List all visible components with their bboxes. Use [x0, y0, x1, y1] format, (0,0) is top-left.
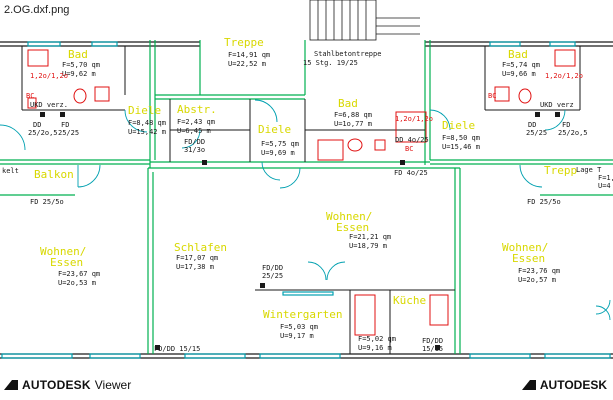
f-right-edge: F=1, [598, 174, 613, 182]
fd-right-size: 25/2o,5 [558, 129, 588, 137]
fd-dd-bottom-right: FD/DD [422, 337, 443, 345]
fd-dd-abstr-size: 31/3o [184, 146, 205, 154]
green-walls [0, 40, 613, 354]
ukd-right: UKD verz [540, 101, 574, 109]
perim-bad-right: U=9,66 m [502, 70, 536, 78]
shafts [40, 112, 560, 350]
room-name-schlafen: Schlafen [174, 241, 227, 254]
room-name-treppe-right: Trepp [544, 164, 577, 177]
area-diele-mid: F=5,75 qm [261, 140, 299, 148]
area-wintergarten: F=5,03 qm [280, 323, 318, 331]
room-name-bad-right: Bad [508, 48, 528, 61]
win-left: 1,2o/1,2o [30, 72, 68, 80]
room-name-wohnen-left-2: Essen [50, 256, 83, 269]
room-name-diele-mid: Diele [258, 123, 291, 136]
area-bad-left: F=5,70 qm [62, 61, 100, 69]
perim-bad-mid: U=1o,77 m [334, 120, 372, 128]
area-wohnen-left: F=23,67 qm [58, 270, 100, 278]
area-bad-right: F=5,74 qm [502, 61, 540, 69]
bc-left: BC [26, 92, 34, 100]
room-name-wintergarten: Wintergarten [263, 308, 342, 321]
partition-walls [21, 46, 581, 354]
perim-abstr: U=6,45 m [177, 127, 211, 135]
room-name-abstr: Abstr. [177, 103, 217, 116]
bc-mid: BC [405, 145, 413, 153]
fd-left-bottom: FD 25/5o [30, 198, 64, 206]
ukd-left: UKD verz. [30, 101, 68, 109]
sanitary-fixtures [27, 49, 576, 336]
door-swings [0, 99, 611, 321]
stair-info: 15 Stg. 19/25 [303, 59, 358, 67]
staircase [309, 0, 420, 41]
fd-left: FD [61, 121, 69, 129]
fd-left-size: 25/25 [58, 129, 79, 137]
window-title: 2.OG.dxf.png [4, 4, 70, 16]
area-diele-right: F=8,50 qm [442, 134, 480, 142]
area-kueche: F=5,02 qm [358, 335, 396, 343]
fd-right-bottom: FD 25/5o [527, 198, 561, 206]
room-name-diele-right: Diele [442, 119, 475, 132]
room-areas: F=5,70 qm U=9,62 m F=14,91 qm U=22,52 m … [2, 50, 613, 353]
stair-name: Stahlbetontreppe [314, 50, 381, 58]
autodesk-brand-right: AUTODESK [521, 378, 607, 392]
dd-bad: DD 4o/25 [395, 136, 429, 144]
viewer-label: Viewer [94, 378, 132, 392]
area-schlafen: F=17,07 qm [176, 254, 218, 262]
perim-bad-left: U=9,62 m [62, 70, 96, 78]
brand-left: AUTODESK [22, 378, 91, 392]
area-bad-mid: F=6,88 qm [334, 111, 372, 119]
room-name-diele-left: Diele [128, 104, 161, 117]
win-right: 1,2o/1,2o [545, 72, 583, 80]
fd-dd-abstr: FD/DD [184, 138, 205, 146]
room-name-treppe: Treppe [224, 36, 264, 49]
fd-dd-bottom-right-size: 15/15 [422, 345, 443, 353]
perim-wohnen-right: U=2o,57 m [518, 276, 556, 284]
win-mid: 1,2o/1,2o [395, 115, 433, 123]
autodesk-viewer-brand: AUTODESK Viewer [4, 378, 131, 392]
area-treppe: F=14,91 qm [228, 51, 270, 59]
perim-diele-mid: U=9,69 m [261, 149, 295, 157]
room-name-balk-left: Balkon [34, 168, 74, 181]
area-abstr: F=2,43 qm [177, 118, 215, 126]
fd-dd-bottom-left: FD/DD 15/15 [154, 345, 200, 353]
fd-dd-schlafen: FD/DD [262, 264, 283, 272]
dd-right: DD [528, 121, 536, 129]
lage-right: Lage T [576, 166, 602, 174]
perim-wohnen-left: U=2o,53 m [58, 279, 96, 287]
room-name-bad-left: Bad [68, 48, 88, 61]
dd-right-size: 25/25 [526, 129, 547, 137]
room-names: Bad Treppe Bad Diele Abstr. Diele Bad Di… [34, 36, 577, 321]
floor-plan-canvas[interactable]: Bad Treppe Bad Diele Abstr. Diele Bad Di… [0, 0, 613, 370]
autodesk-logo-icon [521, 380, 536, 390]
room-name-wohnen-mid: Wohnen/ [326, 210, 372, 223]
perim-diele-left: U=15,42 m [128, 128, 166, 136]
brand-right: AUTODESK [539, 378, 607, 392]
autodesk-logo-icon [4, 380, 18, 390]
room-name-wohnen-mid-2: Essen [336, 221, 369, 234]
perim-schlafen: U=17,38 m [176, 263, 214, 271]
room-name-wohnen-right: Wohnen/ [502, 241, 548, 254]
perim-wohnen-mid: U=18,79 m [349, 242, 387, 250]
area-wohnen-mid: F=21,21 qm [349, 233, 391, 241]
dd-left: DD [33, 121, 41, 129]
room-name-bad-mid: Bad [338, 97, 358, 110]
perim-wintergarten: U=9,17 m [280, 332, 314, 340]
windows [1, 41, 611, 359]
area-wohnen-right: F=23,76 qm [518, 267, 560, 275]
fd-right: FD [562, 121, 570, 129]
red-annotations: 1,2o/1,2o 1,2o/1,2o 1,2o/1,2o BC BC BC [26, 72, 583, 153]
perim-treppe: U=22,52 m [228, 60, 266, 68]
perim-diele-right: U=15,46 m [442, 143, 480, 151]
room-name-kueche: Küche [393, 294, 426, 307]
kelt-left: kelt [2, 167, 19, 175]
u-right-edge: U=4 [598, 182, 611, 190]
area-diele-left: F=8,48 qm [128, 119, 166, 127]
fd-dd-schlafen-size: 25/25 [262, 272, 283, 280]
dd-left-size: 25/2o,5 [28, 129, 58, 137]
perim-kueche: U=9,16 m [358, 344, 392, 352]
room-name-wohnen-left: Wohnen/ [40, 245, 86, 258]
bc-right: BC [488, 92, 496, 100]
room-name-wohnen-right-2: Essen [512, 252, 545, 265]
fd-bad: FD 4o/25 [394, 169, 428, 177]
